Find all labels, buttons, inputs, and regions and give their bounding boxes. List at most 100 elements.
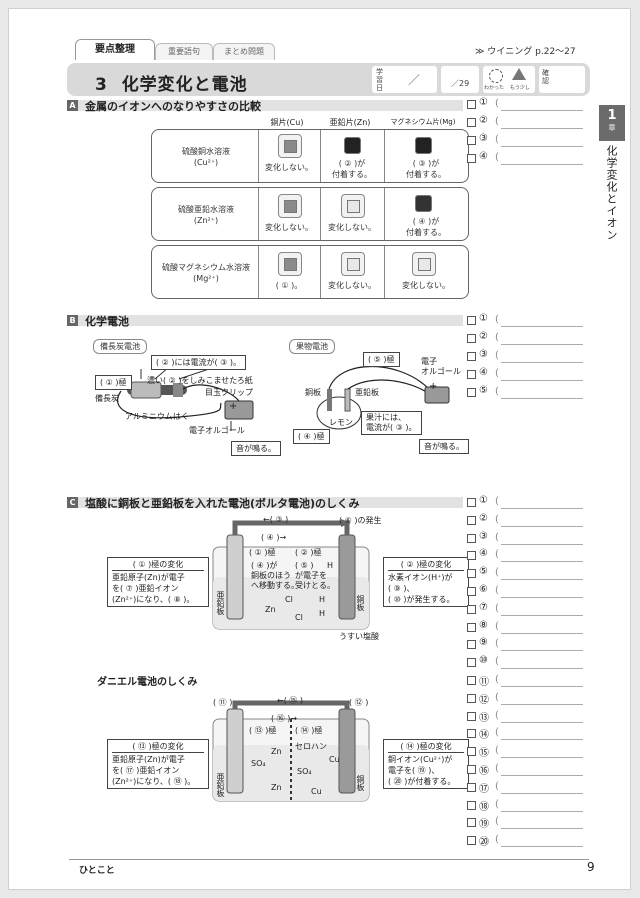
- answer-field[interactable]: [501, 792, 583, 794]
- answer-field[interactable]: [501, 810, 583, 812]
- answer-checkbox[interactable]: [467, 498, 476, 507]
- answer-checkbox[interactable]: [467, 515, 476, 525]
- daniell-title: ダニエル電池のしくみ: [97, 677, 198, 688]
- answer-field[interactable]: [501, 362, 583, 363]
- daniell-copper-plate: 銅板: [356, 775, 365, 791]
- answer-row: ⑲(: [467, 815, 587, 830]
- answer-checkbox[interactable]: [467, 334, 476, 343]
- answer-field[interactable]: [501, 508, 583, 509]
- table-row: 硫酸亜鉛水溶液(Zn²⁺) 変化しない。 変化しない。 ( ④ )が 付着する。: [151, 187, 469, 241]
- answer-field[interactable]: [501, 146, 583, 147]
- answer-field[interactable]: [501, 525, 583, 527]
- answer-field[interactable]: [501, 846, 583, 848]
- study-day-label: 学習日: [376, 68, 383, 92]
- daniell-left-box: ( ⑬ )極の変化 亜鉛原子(Zn)が電子 を( ⑰ )亜鉛イオン (Zn²⁺)…: [107, 739, 209, 789]
- answer-checkbox[interactable]: [467, 676, 476, 685]
- answer-row: ⑫(: [467, 691, 587, 706]
- answer-checkbox[interactable]: [467, 729, 476, 739]
- ion-zn: Zn: [271, 747, 282, 756]
- answer-bracket: (: [495, 585, 499, 596]
- answer-checkbox[interactable]: [467, 622, 476, 632]
- again-label: もう少し: [510, 85, 530, 91]
- tab-summary[interactable]: 要点整理: [75, 39, 155, 60]
- answer-row: ④(: [467, 151, 587, 165]
- check-label: 確認: [542, 69, 549, 85]
- answer-field[interactable]: [501, 344, 583, 345]
- answer-checkbox[interactable]: [467, 118, 476, 127]
- section-b-bar: [67, 315, 463, 326]
- answer-field[interactable]: [501, 380, 583, 381]
- answer-checkbox[interactable]: [467, 765, 476, 774]
- daniell-right-box: ( ⑭ )極の変化 銅イオン(Cu²⁺)が 電子を( ⑲ )、 ( ⑳ )が付着…: [383, 739, 469, 789]
- answer-checkbox[interactable]: [467, 316, 476, 325]
- daniell-cell-diagram: [212, 700, 370, 802]
- answer-field[interactable]: [501, 326, 583, 327]
- answer-checkbox[interactable]: [467, 551, 476, 561]
- study-date-box[interactable]: 学習日 ／: [372, 66, 437, 93]
- answer-checkbox[interactable]: [467, 818, 476, 828]
- answer-field[interactable]: [501, 686, 583, 687]
- answer-checkbox[interactable]: [467, 154, 476, 163]
- answer-checkbox[interactable]: [467, 100, 476, 109]
- answer-checkbox[interactable]: [467, 711, 476, 721]
- answer-field[interactable]: [501, 579, 583, 581]
- copper-piece-icon: [278, 252, 302, 276]
- answer-checkbox[interactable]: [467, 658, 476, 668]
- answer-field[interactable]: [501, 668, 583, 670]
- answer-checkbox[interactable]: [467, 747, 476, 757]
- answer-field[interactable]: [501, 739, 583, 741]
- answer-checkbox[interactable]: [467, 836, 476, 846]
- answer-field[interactable]: [501, 650, 583, 652]
- answer-checkbox[interactable]: [467, 136, 476, 145]
- score-box[interactable]: ／29: [441, 66, 479, 93]
- answer-number: ⑤: [479, 566, 488, 578]
- answer-number: ⑧: [479, 619, 488, 631]
- answer-number: ③: [479, 530, 488, 542]
- daniell-p12: ( ⑫ ): [349, 698, 369, 707]
- answer-checkbox[interactable]: [467, 604, 476, 614]
- tab-review[interactable]: まとめ問題: [213, 43, 275, 60]
- answer-checkbox[interactable]: [467, 533, 476, 543]
- answer-checkbox[interactable]: [467, 388, 476, 397]
- answer-checkbox[interactable]: [467, 587, 476, 596]
- answer-row: ①(: [467, 495, 587, 509]
- answer-checkbox[interactable]: [467, 693, 476, 703]
- answer-field[interactable]: [501, 164, 583, 165]
- answer-field[interactable]: [501, 828, 583, 830]
- understood-label: わかった: [484, 85, 505, 91]
- fruit-player-label: 電子 オルゴール: [421, 357, 461, 376]
- answer-field[interactable]: [501, 632, 583, 634]
- answer-field[interactable]: [501, 398, 583, 399]
- answer-field[interactable]: [501, 703, 583, 705]
- circle-mark-icon[interactable]: [489, 69, 503, 83]
- answer-field[interactable]: [501, 757, 583, 759]
- tab-key-terms[interactable]: 重要語句: [155, 43, 213, 60]
- cell-mg-mg: 変化しない。: [402, 281, 450, 290]
- answer-field[interactable]: [501, 775, 583, 776]
- answer-checkbox[interactable]: [467, 569, 476, 579]
- answer-number: ⑤: [479, 385, 488, 396]
- reference-link[interactable]: ≫ ウイニング p.22〜27: [475, 47, 576, 57]
- answer-checkbox[interactable]: [467, 800, 476, 810]
- answer-field[interactable]: [501, 110, 583, 111]
- answer-checkbox[interactable]: [467, 782, 476, 792]
- answer-checkbox[interactable]: [467, 370, 476, 379]
- daniell-left-box-text: 亜鉛原子(Zn)が電子 を( ⑰ )亜鉛イオン (Zn²⁺)になり、( ⑱ )。: [112, 755, 196, 786]
- lesson-title-text: 化学変化と電池: [121, 75, 248, 95]
- answer-field[interactable]: [501, 597, 583, 598]
- answer-field[interactable]: [501, 721, 583, 723]
- daniell-p14: ( ⑭ )極: [295, 726, 323, 735]
- charcoal-player-label: 電子オルゴール: [189, 426, 245, 435]
- magnesium-piece-icon: [412, 252, 436, 276]
- teacher-check-box[interactable]: 確認: [539, 66, 585, 93]
- answer-field[interactable]: [501, 128, 583, 129]
- answer-checkbox[interactable]: [467, 352, 476, 361]
- answer-field[interactable]: [501, 543, 583, 545]
- answer-field[interactable]: [501, 614, 583, 616]
- answer-checkbox[interactable]: [467, 640, 476, 650]
- answer-row: ③(: [467, 133, 587, 147]
- answer-bracket: (: [495, 709, 499, 721]
- triangle-mark-icon[interactable]: [512, 68, 526, 80]
- answer-field[interactable]: [501, 561, 583, 563]
- answer-number: ③: [479, 133, 488, 144]
